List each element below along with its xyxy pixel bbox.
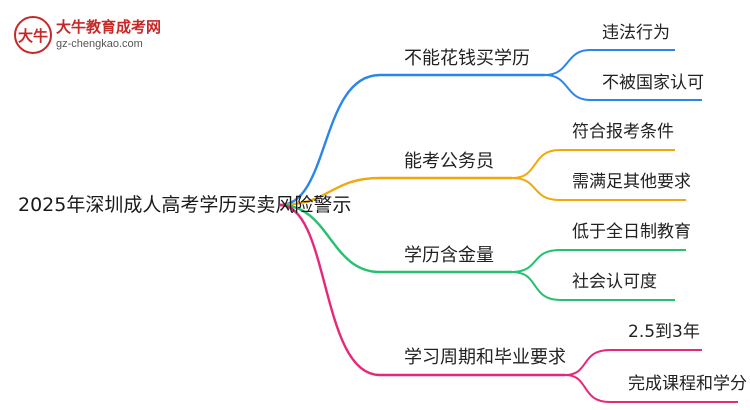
branch-3-to-leaf-1-line [511,249,686,273]
branch-2-to-leaf-1-line [511,149,675,179]
root-to-branch-4-line [279,203,565,377]
branch-1-label: 不能花钱买学历 [404,48,530,69]
branch-4-label: 学习周期和毕业要求 [404,347,566,368]
logo-title: 大牛教育成考网 [56,18,162,36]
branch-1-leaf-1: 违法行为 [602,23,670,43]
branch-2-leaf-1: 符合报考条件 [572,122,674,142]
branch-1-to-leaf-1-line [544,49,675,76]
branch-3-leaf-2: 社会认可度 [572,272,657,292]
branch-3-to-leaf-2-line [511,271,675,301]
branch-4-leaf-2: 完成课程和学分 [628,374,747,394]
branch-4-to-leaf-2-line [564,374,738,403]
branch-4-leaf-1: 2.5到3年 [628,322,700,342]
branch-1-leaf-2: 不被国家认可 [602,73,704,93]
branch-4-to-leaf-1-line [564,349,702,376]
site-logo[interactable]: 大牛 大牛教育成考网 gz-chengkao.com [14,14,204,56]
root-to-branch-3-line [279,203,512,274]
root-to-branch-1-line [279,73,545,207]
branch-1-to-leaf-2-line [544,74,702,101]
branch-2-to-leaf-2-line [511,177,686,201]
branch-2-label: 能考公务员 [404,151,494,172]
logo-url: gz-chengkao.com [56,38,143,50]
branch-2-leaf-2: 需满足其他要求 [572,172,691,192]
branch-3-label: 学历含金量 [404,245,494,266]
logo-mark-icon: 大牛 [14,16,52,54]
root-to-branch-2-line [279,176,512,207]
branch-3-leaf-1: 低于全日制教育 [572,222,691,242]
root-topic: 2025年深圳成人高考学历买卖风险警示 [18,194,352,216]
